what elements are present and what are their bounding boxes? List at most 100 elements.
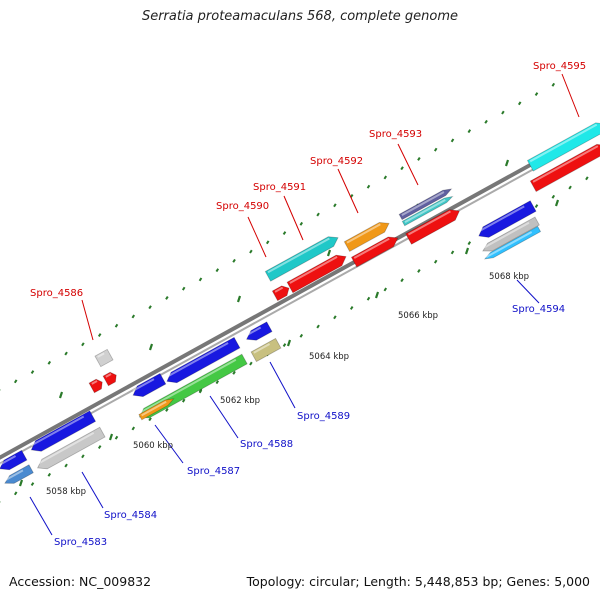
scale-dot	[265, 240, 270, 245]
gene-label-spro-4592[interactable]: Spro_4592	[310, 156, 363, 167]
scale-dot	[366, 296, 371, 301]
major-tick	[58, 391, 64, 399]
major-tick	[374, 291, 380, 299]
gene-label-spro-4591[interactable]: Spro_4591	[253, 182, 306, 193]
scale-dot	[534, 204, 539, 208]
gene-feature[interactable]	[401, 194, 454, 227]
gene-feature[interactable]	[264, 233, 340, 282]
gene-feature[interactable]	[88, 377, 105, 394]
scale-dot	[299, 333, 304, 338]
gene-feature[interactable]	[35, 426, 106, 472]
callout-line	[154, 424, 184, 464]
gene-feature[interactable]	[529, 140, 600, 193]
gene-feature[interactable]	[398, 186, 453, 221]
gene-feature[interactable]	[271, 283, 291, 302]
callout-line	[269, 361, 296, 409]
scale-dot	[13, 491, 18, 496]
scale-dot	[316, 212, 320, 217]
gene-highlight	[529, 123, 598, 163]
topology-summary: Topology: circular; Length: 5,448,853 bp…	[246, 574, 590, 589]
scale-dots-top	[0, 82, 556, 391]
gene-highlight	[482, 221, 530, 249]
callout-line	[81, 299, 94, 341]
callout-line	[516, 279, 540, 304]
gene-highlight	[289, 256, 338, 284]
gene-highlight	[91, 380, 98, 385]
gene-label-spro-4588[interactable]: Spro_4588	[240, 439, 293, 450]
scale-dot	[484, 119, 488, 124]
scale-dot	[417, 156, 421, 161]
gene-feature[interactable]	[130, 372, 167, 401]
tick-labels: 5058 kbp 5060 kbp 5062 kbp 5064 kbp 5066…	[46, 272, 529, 497]
scale-dot	[30, 482, 35, 487]
scale-dot	[534, 92, 539, 96]
major-tick	[18, 479, 24, 487]
scale-dot	[30, 370, 35, 375]
gene-highlight	[97, 352, 105, 358]
gene-feature[interactable]	[481, 216, 540, 255]
gene-feature[interactable]	[343, 219, 391, 252]
gene-highlight	[105, 373, 112, 378]
scale-dot	[568, 185, 572, 190]
gene-feature[interactable]	[3, 464, 34, 487]
callout-line	[561, 73, 580, 118]
gene-feature[interactable]	[94, 348, 114, 368]
gene-feature[interactable]	[138, 396, 175, 421]
scale-dot	[232, 258, 236, 263]
gene-highlight	[141, 400, 167, 417]
gene-highlight	[267, 237, 330, 274]
gene-callouts	[29, 73, 580, 536]
scale-dot	[215, 268, 220, 273]
tick-label: 5064 kbp	[309, 352, 349, 362]
gene-feature[interactable]	[286, 251, 349, 294]
gene-feature[interactable]	[102, 370, 119, 387]
gene-feature[interactable]	[164, 336, 241, 386]
major-tick	[108, 433, 114, 441]
gene-label-spro-4587[interactable]: Spro_4587	[187, 466, 240, 477]
scale-dot	[299, 221, 304, 226]
gene-feature[interactable]	[0, 449, 28, 473]
scale-dot	[383, 175, 388, 180]
gene-feature[interactable]	[476, 200, 537, 241]
gene-label-spro-4594[interactable]: Spro_4594	[512, 304, 565, 315]
major-tick	[464, 247, 470, 255]
scale-dot	[64, 351, 68, 356]
gene-label-spro-4583[interactable]: Spro_4583	[54, 537, 107, 548]
gene-label-spro-4589[interactable]: Spro_4589	[297, 411, 350, 422]
gene-highlight	[401, 191, 445, 217]
scale-dot	[181, 286, 186, 291]
scale-dot	[467, 129, 472, 134]
major-tick	[286, 339, 292, 347]
scale-dot	[165, 295, 169, 300]
gene-label-spro-4586[interactable]: Spro_4586	[30, 288, 83, 299]
tick-label: 5058 kbp	[46, 487, 86, 497]
scale-dot	[148, 417, 152, 422]
major-tick	[148, 343, 154, 351]
scale-dot	[232, 370, 236, 375]
gene-highlight	[353, 237, 390, 259]
gene-label-spro-4584[interactable]: Spro_4584	[104, 510, 157, 521]
gene-feature[interactable]	[350, 233, 400, 268]
scale-dot	[64, 463, 68, 468]
gene-label-spro-4593[interactable]: Spro_4593	[369, 129, 422, 140]
gene-label-spro-4595[interactable]: Spro_4595	[533, 61, 586, 72]
gene-label-spro-4590[interactable]: Spro_4590	[216, 201, 269, 212]
scale-dot	[181, 398, 186, 403]
gene-feature[interactable]	[244, 321, 273, 344]
scale-dot	[333, 203, 337, 208]
genome-backbone	[0, 124, 600, 465]
gene-feature[interactable]	[405, 206, 463, 245]
scale-dot	[316, 324, 320, 329]
gene-feature[interactable]	[526, 119, 600, 172]
scale-dot	[148, 305, 152, 310]
gene-feature[interactable]	[483, 225, 542, 261]
scale-dot	[400, 166, 404, 171]
scale-dot	[249, 361, 253, 366]
gene-feature[interactable]	[28, 410, 97, 455]
scale-dot	[450, 250, 455, 255]
gene-feature[interactable]	[250, 337, 282, 363]
callout-line	[283, 195, 304, 241]
tick-label: 5066 kbp	[398, 311, 438, 321]
scale-dot	[585, 176, 589, 181]
